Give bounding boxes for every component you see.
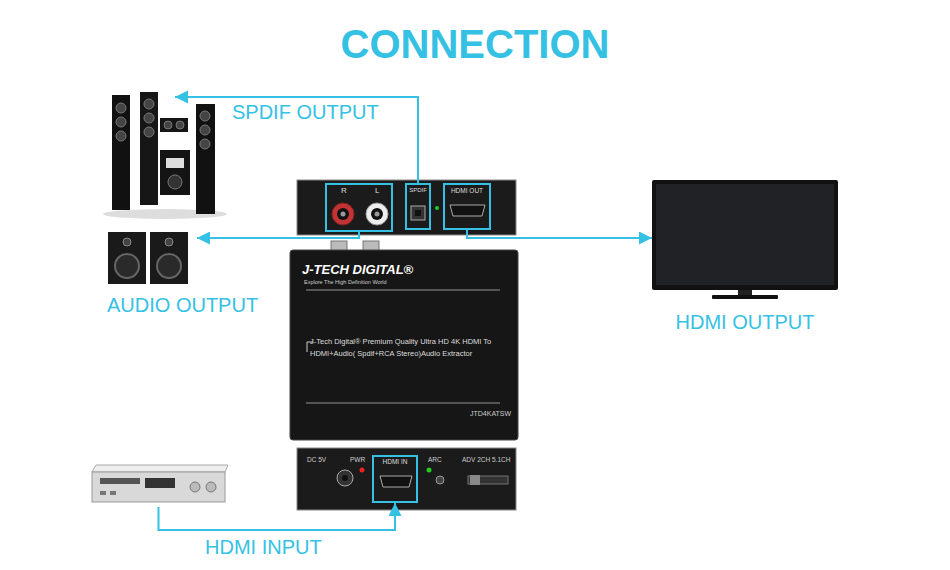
tower-speaker bbox=[140, 92, 158, 205]
arc-button bbox=[436, 476, 444, 484]
dvd-disc-tray bbox=[100, 478, 140, 484]
dvd-knob bbox=[190, 482, 200, 492]
connector-arrow bbox=[197, 232, 359, 238]
node-text: J-Tech Digital® Premium Quality Ultra HD… bbox=[310, 336, 515, 360]
television-illustration bbox=[652, 180, 838, 299]
speaker-driver bbox=[200, 111, 210, 121]
bookshelf-speakers: AUDIO OUTPUT bbox=[105, 228, 197, 288]
node-text: HDMI OUT bbox=[445, 187, 489, 195]
extractor-illustration bbox=[290, 241, 518, 440]
dvd-top-face bbox=[92, 465, 228, 472]
tower-speaker bbox=[196, 104, 215, 214]
node-text: ARC bbox=[428, 456, 442, 464]
speaker-cabinet bbox=[150, 232, 188, 284]
dc-jack-hole bbox=[342, 475, 348, 481]
speaker-driver bbox=[144, 127, 154, 137]
speaker-driver bbox=[200, 139, 210, 149]
rca-jack-pin bbox=[375, 212, 380, 217]
home-theater-speakers: SPDIF OUTPUT bbox=[105, 88, 175, 215]
rca-jack-white bbox=[366, 203, 388, 225]
node-text: L bbox=[375, 186, 379, 196]
subwoofer-display bbox=[166, 158, 184, 168]
spdif-socket bbox=[411, 206, 425, 220]
tv-screen bbox=[656, 184, 834, 285]
front-panel: DC 5V PWR ARC ADV 2CH 5.1CH HDMI IN bbox=[297, 448, 516, 510]
spdif-socket-hole bbox=[415, 210, 421, 216]
subwoofer bbox=[160, 150, 190, 195]
connector-arrow bbox=[175, 97, 418, 183]
hdmi-out-socket bbox=[450, 205, 485, 216]
spdif-port: SPDIF bbox=[405, 183, 431, 230]
bookshelf-speakers-illustration bbox=[108, 232, 188, 284]
dvd-player-illustration bbox=[92, 465, 228, 502]
power-led bbox=[360, 468, 365, 473]
speaker-driver bbox=[168, 175, 182, 189]
node-text: ADV 2CH 5.1CH bbox=[462, 456, 510, 464]
node-text: HDMI IN bbox=[374, 458, 416, 466]
node-text: HDMI OUTPUT bbox=[652, 310, 838, 334]
rca-jack-group: RL bbox=[325, 183, 393, 232]
body-groove bbox=[306, 402, 500, 404]
hdmi-in-port: HDMI IN bbox=[372, 455, 418, 503]
rca-jack-hole bbox=[337, 208, 349, 220]
node-text: PWR bbox=[350, 456, 365, 464]
speaker-driver bbox=[116, 103, 126, 113]
connector-arrow bbox=[159, 503, 396, 530]
speaker-driver bbox=[176, 121, 184, 129]
speaker-cabinet bbox=[108, 232, 146, 284]
node-text: J-TECH DIGITAL® bbox=[302, 262, 413, 278]
node-text: HDMI INPUT bbox=[205, 535, 322, 559]
speaker-driver bbox=[164, 121, 172, 129]
speaker-driver bbox=[200, 125, 210, 135]
front-panel-illustration bbox=[297, 448, 516, 510]
hdmi-out-port: HDMI OUT bbox=[443, 183, 491, 230]
dvd-button bbox=[110, 491, 116, 495]
diagram-title: CONNECTION bbox=[0, 22, 950, 66]
rca-jack-pin bbox=[341, 212, 346, 217]
dc-jack bbox=[337, 470, 353, 486]
dvd-knob bbox=[206, 482, 216, 492]
hdmi-in-socket bbox=[380, 476, 412, 487]
front-panel bbox=[297, 448, 516, 510]
node-text: R bbox=[341, 186, 347, 196]
node-text: Explore The High Definition World bbox=[304, 279, 387, 286]
rca-jack-hole bbox=[371, 208, 383, 220]
switch-slot bbox=[468, 476, 508, 484]
connector-arrow bbox=[467, 230, 652, 238]
tower-speaker bbox=[112, 95, 130, 210]
node-text: JTD4KATSW bbox=[470, 410, 511, 418]
node-text: SPDIF OUTPUT bbox=[232, 100, 379, 124]
tv-bezel bbox=[652, 180, 838, 290]
body-groove bbox=[306, 289, 500, 291]
dvd-player: HDMI INPUT bbox=[92, 462, 225, 507]
television: HDMI OUTPUT bbox=[652, 180, 838, 300]
rear-panel-illustration bbox=[297, 180, 516, 235]
center-speaker bbox=[160, 118, 188, 132]
speaker-woofer bbox=[157, 254, 181, 278]
switch-knob bbox=[470, 475, 480, 485]
dvd-display bbox=[145, 478, 175, 488]
speaker-tweeter bbox=[165, 238, 173, 246]
status-led bbox=[435, 206, 439, 210]
speaker-driver bbox=[144, 99, 154, 109]
rear-panel bbox=[297, 180, 516, 235]
speaker-driver bbox=[144, 113, 154, 123]
tv-stand-base bbox=[712, 295, 778, 299]
status-led bbox=[427, 468, 432, 473]
dvd-button bbox=[100, 491, 106, 495]
speaker-tweeter bbox=[123, 238, 131, 246]
speaker-driver bbox=[116, 131, 126, 141]
rca-jack-red bbox=[332, 203, 354, 225]
speaker-woofer bbox=[115, 254, 139, 278]
extractor-body bbox=[290, 250, 518, 440]
node-text: DC 5V bbox=[307, 456, 326, 464]
node-text: AUDIO OUTPUT bbox=[107, 293, 258, 317]
node-text: SPDIF bbox=[407, 187, 429, 194]
speaker-driver bbox=[116, 117, 126, 127]
dvd-front-face bbox=[92, 472, 225, 502]
home-theater-illustration bbox=[103, 92, 227, 219]
extractor-top: J-TECH DIGITAL®Explore The High Definiti… bbox=[290, 250, 518, 440]
